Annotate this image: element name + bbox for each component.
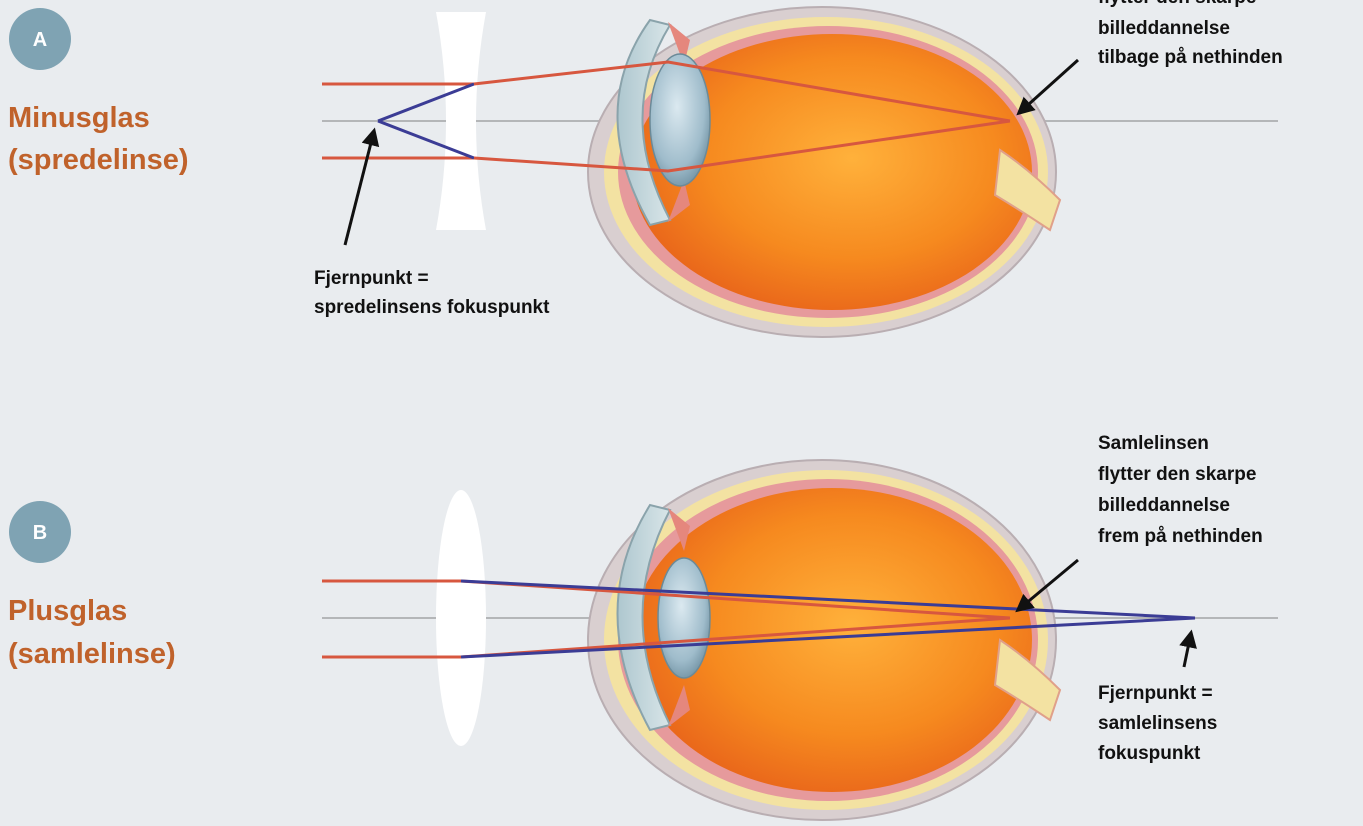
convex-lens-icon [436,490,486,746]
panel-b-title-line2: (samlelinse) [8,638,176,670]
correction-a-line1: flytter den skarpe [1098,0,1256,8]
panel-a: A Minusglas (spredelinse) [8,0,1283,337]
panel-a-title-line2: (spredelinse) [8,144,189,176]
far-point-b-line1: Fjernpunkt = [1098,683,1213,704]
correction-b-line2: flytter den skarpe [1098,464,1256,485]
pointer-arrow-icon [1019,60,1078,113]
correction-a-line3: tilbage på nethinden [1098,47,1283,68]
panel-a-title-line1: Minusglas [8,102,150,134]
far-point-a-line2: spredelinsens fokuspunkt [314,297,550,318]
far-point-b-line3: fokuspunkt [1098,743,1201,764]
eye-cross-section-icon [588,7,1060,337]
correction-b-line1: Samlelinsen [1098,433,1209,454]
far-point-a-line1: Fjernpunkt = [314,268,429,289]
panel-b: B Plusglas (samlelinse) [8,433,1278,820]
pointer-arrow-icon [345,131,374,245]
correction-b-line4: frem på nethinden [1098,526,1263,547]
far-point-b-line2: samlelinsens [1098,713,1217,734]
pointer-arrow-icon [1184,633,1191,667]
badge-a-label: A [33,29,47,51]
correction-b-line3: billeddannelse [1098,495,1230,516]
panel-b-title-line1: Plusglas [8,595,127,627]
eye-cross-section-icon [588,460,1060,820]
correction-a-line2: billeddannelse [1098,18,1230,39]
badge-b-label: B [33,522,47,544]
